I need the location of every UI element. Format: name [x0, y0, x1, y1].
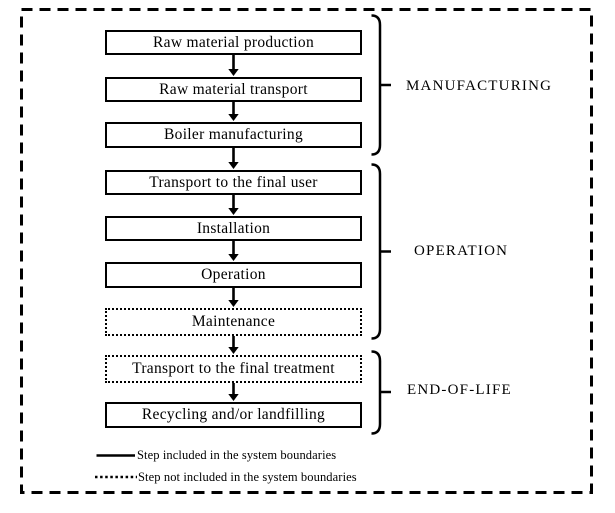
step-box-transport-to-final-treatment: Transport to the final treatment — [105, 355, 362, 383]
step-box-operation: Operation — [105, 262, 362, 288]
step-box-boiler-manufacturing: Boiler manufacturing — [105, 122, 362, 148]
step-box-raw-material-transport: Raw material transport — [105, 77, 362, 102]
step-box-raw-material-production: Raw material production — [105, 30, 362, 55]
end-of-life-brace — [371, 350, 391, 435]
group-label-manufacturing: MANUFACTURING — [406, 78, 553, 94]
operation-brace — [371, 163, 391, 340]
flow-arrow-8 — [228, 383, 239, 401]
system-boundary-dashed-border — [20, 8, 593, 494]
group-label-operation: OPERATION — [414, 243, 509, 259]
group-braces — [371, 14, 391, 435]
step-box-recycling-landfilling: Recycling and/or landfilling — [105, 402, 362, 428]
flow-arrow-3 — [228, 148, 239, 169]
step-box-transport-to-final-user: Transport to the final user — [105, 170, 362, 195]
flow-arrow-2 — [228, 102, 239, 121]
manufacturing-brace — [371, 14, 391, 156]
flow-arrow-5 — [228, 241, 239, 261]
group-label-end-of-life: END-OF-LIFE — [407, 382, 512, 398]
flow-arrows — [228, 55, 239, 401]
flow-arrow-1 — [228, 55, 239, 76]
step-box-maintenance: Maintenance — [105, 308, 362, 336]
flow-arrow-4 — [228, 195, 239, 215]
legend-label-not-included: Step not included in the system boundari… — [138, 469, 357, 484]
step-box-installation: Installation — [105, 216, 362, 241]
legend-label-included: Step included in the system boundaries — [137, 448, 337, 462]
flow-arrow-6 — [228, 288, 239, 307]
flow-arrow-7 — [228, 336, 239, 354]
